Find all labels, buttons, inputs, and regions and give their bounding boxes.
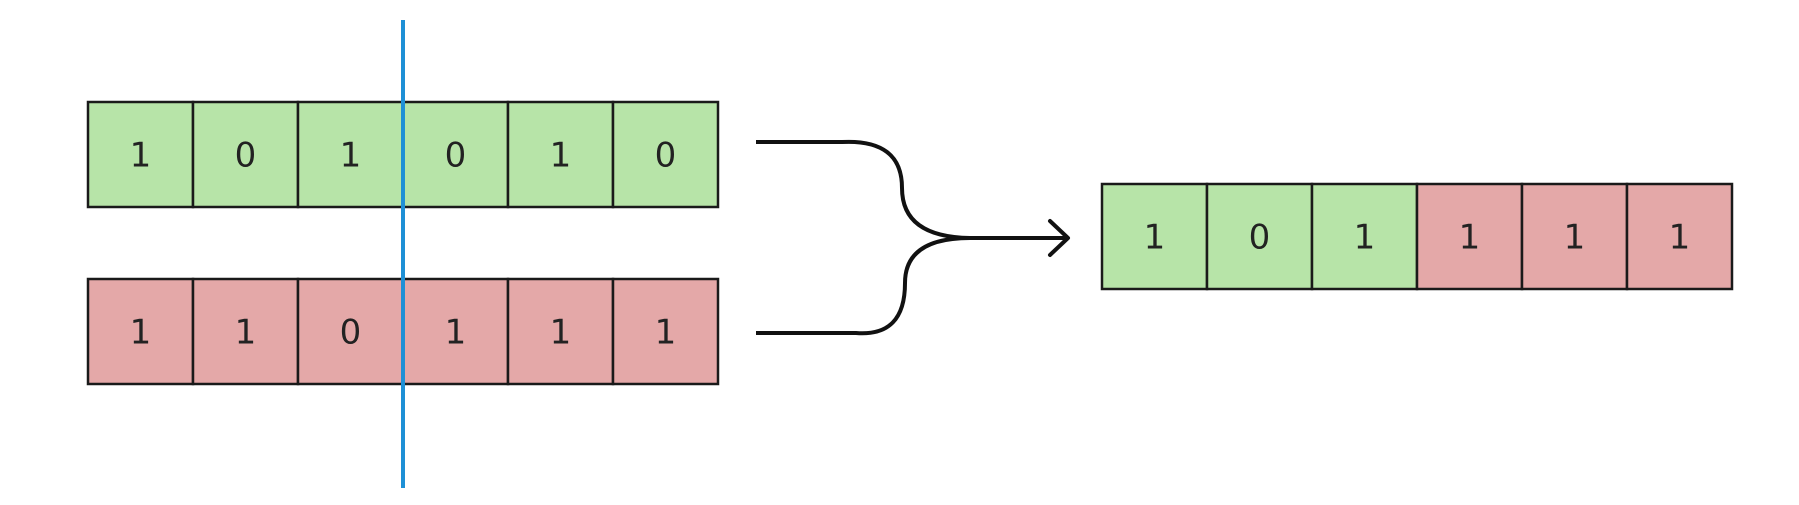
- parent-chromosomes: 1 0 1 0 1 0 1 1 0 1 1 1: [86, 100, 720, 386]
- offspring-bit-1: 0: [1249, 218, 1271, 258]
- offspring-bit-4: 1: [1564, 218, 1586, 258]
- parent-green-cell-5: [611, 100, 720, 209]
- parent-red: 1 1 0 1 1 1: [86, 277, 720, 386]
- offspring-cell-0: [1100, 182, 1209, 291]
- parent-red-bit-1: 1: [235, 313, 257, 353]
- offspring-bit-2: 1: [1354, 218, 1376, 258]
- offspring-cell-1: [1205, 182, 1314, 291]
- offspring-chromosome: 1 0 1 1 1 1: [1100, 182, 1734, 291]
- parent-green: 1 0 1 0 1 0: [86, 100, 720, 209]
- parent-red-cell-2: [296, 277, 405, 386]
- parent-red-bit-4: 1: [550, 313, 572, 353]
- parent-red-bit-5: 1: [655, 313, 677, 353]
- bottom-parent-connector: [756, 236, 971, 336]
- parent-green-cell-0: [86, 100, 195, 209]
- parent-green-bit-4: 1: [550, 136, 572, 176]
- parent-red-cell-4: [506, 277, 615, 386]
- parent-red-cell-1: [191, 277, 300, 386]
- parent-green-cell-4: [506, 100, 615, 209]
- offspring-cell-3: [1415, 182, 1524, 291]
- parent-green-bit-3: 0: [445, 136, 467, 176]
- offspring-bit-5: 1: [1669, 218, 1691, 258]
- parent-green-bit-1: 0: [235, 136, 257, 176]
- merge-arrow-head-icon: [1048, 219, 1070, 257]
- parent-red-cell-5: [611, 277, 720, 386]
- parent-green-cell-2: [296, 100, 405, 209]
- parent-green-bit-5: 0: [655, 136, 677, 176]
- parent-green-bit-2: 1: [340, 136, 362, 176]
- parent-red-bit-0: 1: [130, 313, 152, 353]
- parent-red-bit-3: 1: [445, 313, 467, 353]
- offspring-bit-0: 1: [1144, 218, 1166, 258]
- parent-red-bit-2: 0: [340, 313, 362, 353]
- offspring-cell-2: [1310, 182, 1419, 291]
- offspring-bit-3: 1: [1459, 218, 1481, 258]
- merge-arrows: [756, 139, 1070, 336]
- parent-green-cell-1: [191, 100, 300, 209]
- parent-green-bit-0: 1: [130, 136, 152, 176]
- offspring: 1 0 1 1 1 1: [1100, 182, 1734, 291]
- offspring-cell-5: [1625, 182, 1734, 291]
- top-parent-connector: [756, 139, 971, 240]
- parent-red-cell-0: [86, 277, 195, 386]
